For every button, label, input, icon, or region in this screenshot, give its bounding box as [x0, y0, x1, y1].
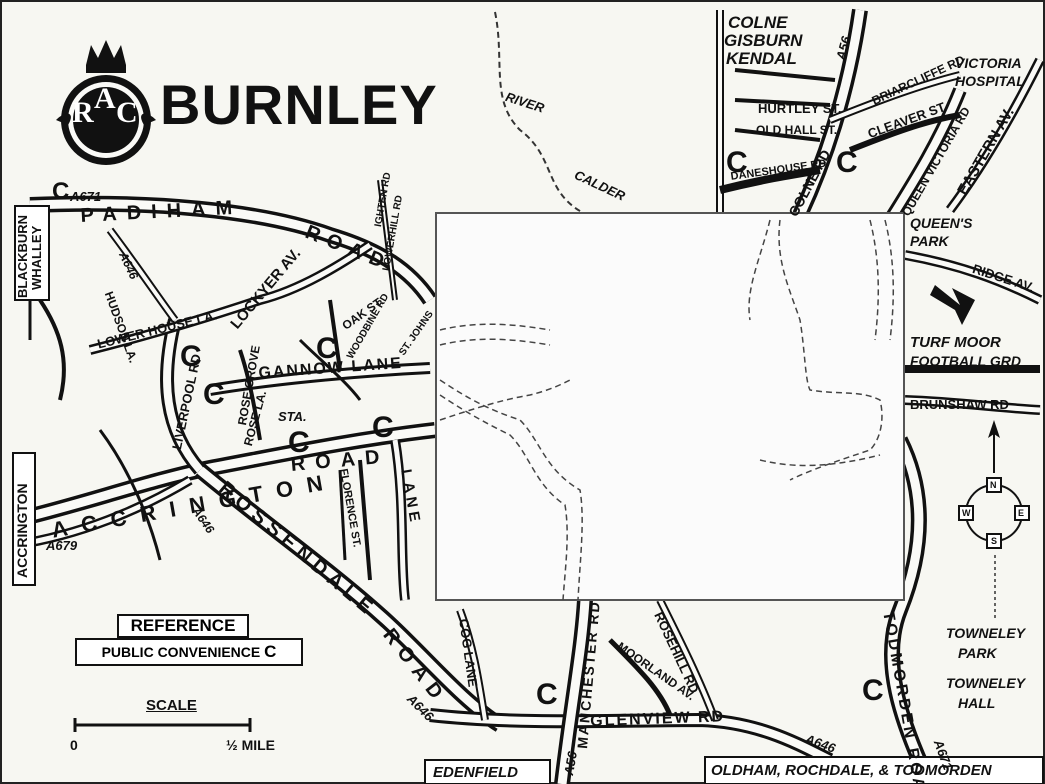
- scale-start: 0: [70, 737, 78, 753]
- road-old-hall-st: OLD HALL ST.: [756, 123, 838, 137]
- pc-marker: C: [316, 332, 338, 365]
- compass-s: S: [991, 536, 998, 546]
- logo-letter-c: C: [116, 96, 138, 129]
- dest-whalley: WHALLEY: [29, 225, 44, 290]
- logo-letter-a: A: [94, 82, 116, 115]
- scale-end: ½ MILE: [226, 737, 276, 753]
- compass-n: N: [990, 480, 997, 490]
- pc-marker: C: [536, 678, 558, 711]
- river-calder: [494, 11, 601, 221]
- label-sta: STA.: [278, 409, 307, 424]
- pc-marker: C: [180, 340, 202, 373]
- pc-marker: C: [726, 146, 748, 179]
- label-victoria: VICTORIA: [955, 55, 1022, 71]
- compass-w: W: [962, 508, 971, 518]
- reference-item: PUBLIC CONVENIENCE: [101, 644, 261, 660]
- reference-heading: REFERENCE: [117, 614, 249, 638]
- dest-accrington-box: [12, 452, 36, 586]
- label-football-grd: FOOTBALL GRD: [910, 353, 1021, 369]
- label-queens: QUEEN'S: [910, 215, 973, 231]
- dest-oldham: OLDHAM, ROCHDALE, & TODMORDEN: [711, 762, 992, 779]
- label-towneley: TOWNELEY: [946, 625, 1026, 641]
- pc-marker: C: [372, 411, 394, 444]
- blank-panel: [435, 212, 905, 601]
- roadno-a671-w: A671: [70, 189, 102, 204]
- roadno-a679: A679: [46, 538, 78, 553]
- compass-icon: [958, 420, 1030, 549]
- dest-kendal: KENDAL: [726, 49, 797, 68]
- label-towneley-hall-1: TOWNELEY: [946, 675, 1026, 691]
- label-turf-moor: TURF MOOR: [910, 334, 1001, 351]
- label-hospital: HOSPITAL: [955, 73, 1025, 89]
- label-towneley-park: PARK: [958, 645, 997, 661]
- dest-blackburn: BLACKBURN: [15, 214, 30, 298]
- pc-marker: C: [862, 674, 884, 707]
- pc-marker: C: [836, 146, 858, 179]
- road-brunshaw-rd: BRUNSHAW RD: [910, 397, 1009, 412]
- reference-body: PUBLIC CONVENIENCE C: [75, 638, 303, 666]
- arrow-icon: [930, 285, 975, 325]
- road-hurtley-st: HURTLEY ST.: [758, 101, 842, 116]
- dest-west-box: [14, 205, 50, 301]
- dest-edenfield: EDENFIELD: [433, 764, 519, 781]
- pc-marker: C: [203, 378, 225, 411]
- dest-colne: COLNE: [728, 13, 788, 32]
- logo-letter-r: R: [72, 96, 94, 129]
- reference-symbol: C: [264, 642, 277, 661]
- rac-logo: [56, 40, 156, 165]
- label-towneley-hall-2: HALL: [958, 695, 996, 711]
- roadno-a56-s: A56: [561, 750, 580, 777]
- pc-marker: C: [288, 426, 310, 459]
- label-park: PARK: [910, 233, 949, 249]
- compass-e: E: [1018, 508, 1025, 518]
- map-title: BURNLEY: [160, 73, 438, 136]
- dest-gisburn: GISBURN: [724, 31, 803, 50]
- pc-marker: C: [52, 178, 70, 205]
- dest-accrington: ACCRINGTON: [14, 483, 30, 578]
- scale-heading: SCALE: [146, 697, 197, 714]
